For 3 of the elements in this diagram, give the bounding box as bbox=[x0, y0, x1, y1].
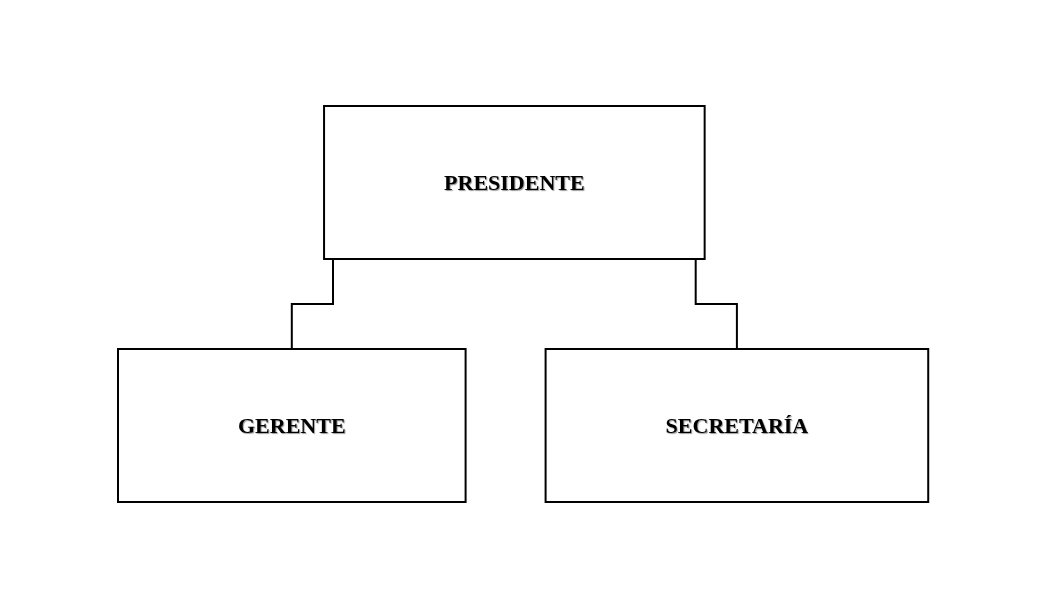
node-box: PRESIDENTE bbox=[323, 105, 707, 260]
node-box: GERENTE bbox=[117, 348, 467, 503]
node-box: SECRETARÍA bbox=[545, 348, 930, 503]
